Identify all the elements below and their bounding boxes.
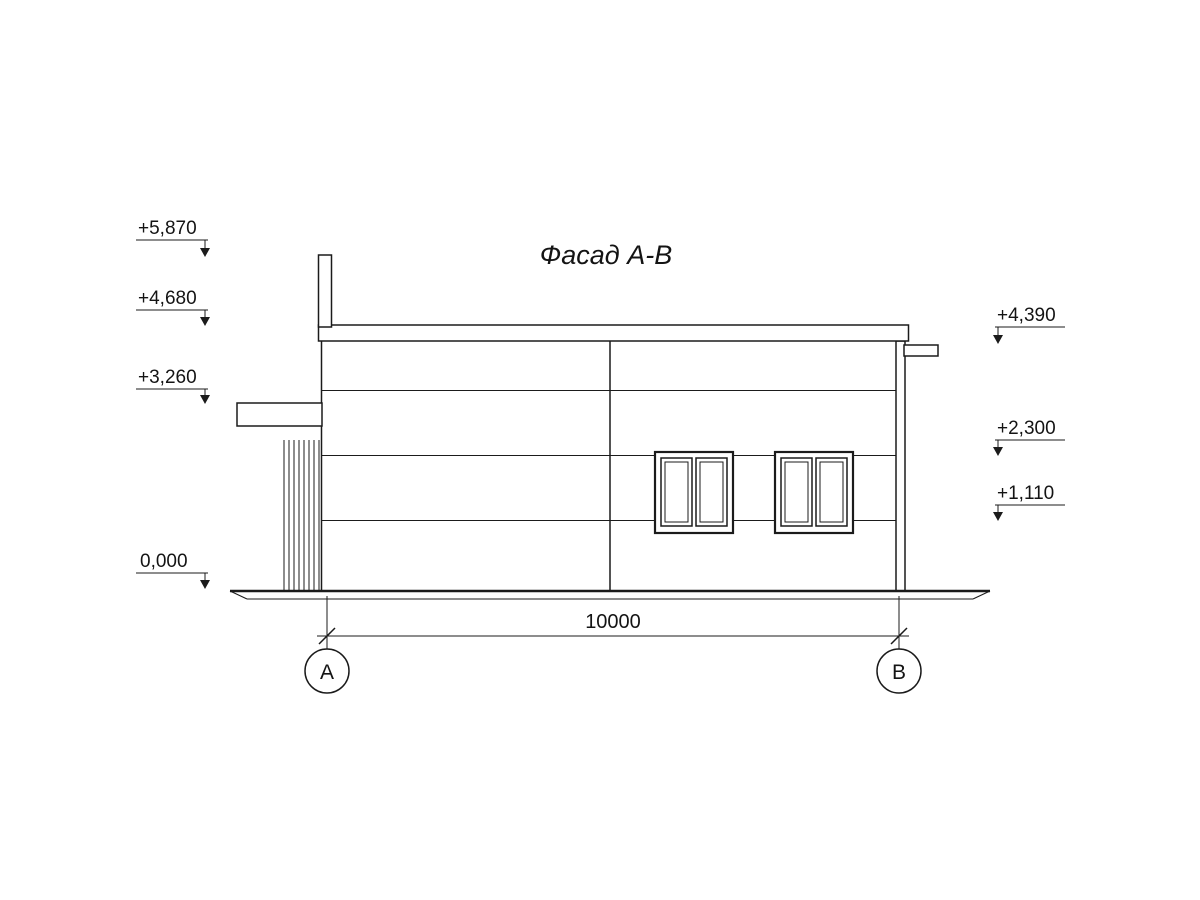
axis-label-b: В <box>892 661 906 684</box>
roof-band <box>317 324 910 342</box>
elevation-mark: +1,110 <box>993 483 1065 521</box>
window-frame <box>773 450 855 535</box>
elevation-label: +4,390 <box>997 305 1056 326</box>
elevation-arrow-icon <box>993 512 1003 521</box>
window-1 <box>653 450 735 535</box>
drawing-title: Фасад А-В <box>540 240 672 270</box>
dimension-tick-left <box>318 627 336 645</box>
window-pane <box>699 461 724 523</box>
window-sash <box>815 457 848 527</box>
elevation-arrow-icon <box>200 317 210 326</box>
window-pane <box>664 461 689 523</box>
elevation-marks-right: +4,390 +2,300 +1,110 <box>993 305 1065 521</box>
elevation-label: 0,000 <box>140 551 188 572</box>
elevation-label: +2,300 <box>997 418 1056 439</box>
axis-label-a: А <box>320 661 334 684</box>
roof-drain-pipe <box>903 344 939 357</box>
right-wall-edge <box>895 340 906 592</box>
axis-circle <box>304 648 350 694</box>
elevation-arrow-icon <box>200 248 210 257</box>
elevation-mark: +2,300 <box>993 418 1065 456</box>
elevation-label: +5,870 <box>138 218 197 239</box>
elevation-label: +4,680 <box>138 288 197 309</box>
chimney <box>317 254 333 328</box>
ground-edge-right <box>972 590 991 600</box>
window-2 <box>773 450 855 535</box>
axis-b: В <box>876 648 922 694</box>
elevation-mark: +4,680 <box>136 288 210 326</box>
canopy <box>236 402 323 427</box>
elevation-arrow-icon <box>993 447 1003 456</box>
window-sash <box>780 457 813 527</box>
building <box>229 254 991 600</box>
elevation-label: +1,110 <box>997 483 1054 504</box>
elevation-marks-left: +5,870 +4,680 +3,260 0,000 <box>136 218 210 589</box>
dimension-tick-right <box>890 627 908 645</box>
elevation-mark: +5,870 <box>136 218 210 257</box>
ground-line <box>229 589 991 600</box>
window-pane <box>784 461 809 523</box>
elevation-label: +3,260 <box>138 367 197 388</box>
elevation-arrow-icon <box>200 395 210 404</box>
hatched-pier <box>283 440 320 591</box>
axis-a: А <box>304 648 350 694</box>
axis-circle <box>876 648 922 694</box>
elevation-mark: +3,260 <box>136 367 210 404</box>
elevation-mark: +4,390 <box>993 305 1065 344</box>
window-sash <box>695 457 728 527</box>
dimension-value: 10000 <box>585 611 641 633</box>
window-pane <box>819 461 844 523</box>
dimension: 10000 <box>317 596 909 649</box>
ground-edge-left <box>229 590 248 600</box>
elevation-mark: 0,000 <box>136 551 210 589</box>
window-frame <box>653 450 735 535</box>
window-sash <box>660 457 693 527</box>
elevation-arrow-icon <box>200 580 210 589</box>
elevation-arrow-icon <box>993 335 1003 344</box>
